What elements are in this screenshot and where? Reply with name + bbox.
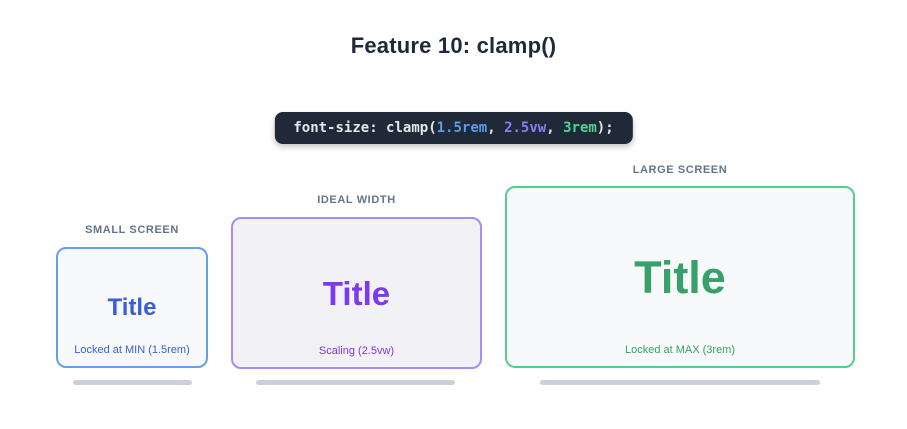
code-max-value: 3rem: [563, 120, 597, 136]
large-screen-caption: Locked at MAX (3rem): [624, 344, 736, 356]
small-screen-card: Title Locked at MIN (1.5rem): [56, 247, 208, 368]
code-comma: ,: [487, 120, 505, 136]
code-ideal-value: 2.5vw: [504, 120, 547, 136]
code-closing: );: [596, 120, 614, 136]
code-property: font-size: clamp(: [293, 120, 437, 136]
code-comma: ,: [546, 120, 564, 136]
ideal-width-label: IDEAL WIDTH: [317, 194, 396, 206]
small-screen-caption: Locked at MIN (1.5rem): [74, 344, 190, 356]
ideal-width-title: Title: [322, 274, 391, 312]
small-screen-label: SMALL SCREEN: [85, 224, 179, 236]
ideal-width-ruler: [256, 380, 455, 385]
ideal-width-caption: Scaling (2.5vw): [318, 345, 395, 357]
small-screen-title: Title: [107, 293, 157, 321]
small-screen-width-ruler: [73, 380, 192, 385]
large-screen-title: Title: [634, 251, 726, 303]
css-code-snippet: font-size: clamp(1.5rem, 2.5vw, 3rem);: [274, 112, 633, 144]
large-screen-card: Title Locked at MAX (3rem): [505, 186, 855, 368]
page-title: Feature 10: clamp(): [350, 33, 557, 58]
large-screen-width-ruler: [540, 380, 820, 385]
code-min-value: 1.5rem: [436, 120, 488, 136]
ideal-width-card: Title Scaling (2.5vw): [231, 217, 482, 369]
large-screen-label: LARGE SCREEN: [632, 164, 728, 176]
